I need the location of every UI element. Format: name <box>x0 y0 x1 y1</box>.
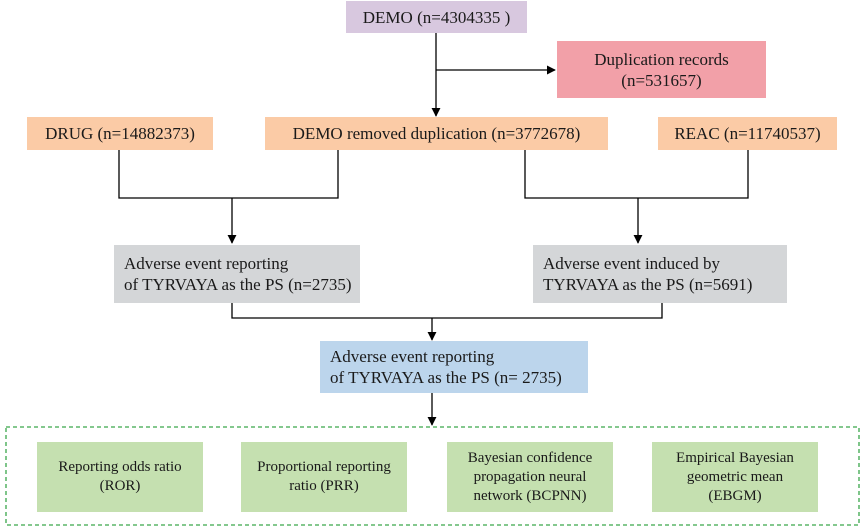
connector-drug-demo <box>118 150 339 199</box>
method-prr-line1: Proportional reporting <box>257 459 391 475</box>
method-prr: Proportional reporting ratio (PRR) <box>241 442 407 512</box>
method-ebgm-line1: Empirical Bayesian <box>676 449 794 466</box>
demo-label: DEMO (n=4304335 ) <box>362 7 511 27</box>
method-bcpnn-line2: propagation neural <box>473 468 587 485</box>
method-ror-line1: Reporting odds ratio <box>58 459 182 475</box>
ae-final-line1: Adverse event reporting <box>330 347 495 366</box>
duplication-box: Duplication records (n=531657) <box>557 41 766 98</box>
drug-label: DRUG (n=14882373) <box>45 124 195 143</box>
ae-reporting-box: Adverse event reporting of TYRVAYA as th… <box>114 245 360 303</box>
duplication-line2: (n=531657) <box>621 70 702 90</box>
connector-demo-reac <box>524 150 749 199</box>
demo-box: DEMO (n=4304335 ) <box>346 1 527 33</box>
ae-reporting-line2: of TYRVAYA as the PS (n=2735) <box>124 275 352 294</box>
method-ebgm-line3: (EBGM) <box>708 487 762 504</box>
method-ebgm: Empirical Bayesian geometric mean (EBGM) <box>652 442 818 512</box>
ae-final-box: Adverse event reporting of TYRVAYA as th… <box>320 341 588 393</box>
duplication-line1: Duplication records <box>594 49 729 69</box>
ae-final-line2: of TYRVAYA as the PS (n= 2735) <box>330 368 562 387</box>
method-ror: Reporting odds ratio (ROR) <box>37 442 203 512</box>
method-ebgm-line2: geometric mean <box>686 468 784 485</box>
demo-removed-box: DEMO removed duplication (n=3772678) <box>265 117 608 150</box>
ae-induced-line1: Adverse event induced by <box>543 254 721 273</box>
method-bcpnn-line3: network (BCPNN) <box>473 487 587 504</box>
method-prr-line2: ratio (PRR) <box>289 478 359 494</box>
method-bcpnn-line1: Bayesian confidence <box>467 449 593 466</box>
reac-box: REAC (n=11740537) <box>658 117 837 150</box>
connector-ae-merge <box>231 303 663 319</box>
method-bcpnn: Bayesian confidence propagation neural n… <box>447 442 613 512</box>
ae-induced-box: Adverse event induced by TYRVAYA as the … <box>533 245 787 303</box>
ae-induced-line2: TYRVAYA as the PS (n=5691) <box>543 275 753 294</box>
demo-removed-label: DEMO removed duplication (n=3772678) <box>292 124 581 143</box>
reac-label: REAC (n=11740537) <box>674 124 821 143</box>
drug-box: DRUG (n=14882373) <box>27 117 213 150</box>
ae-reporting-line1: Adverse event reporting <box>124 254 289 273</box>
method-ror-line2: (ROR) <box>99 478 141 494</box>
